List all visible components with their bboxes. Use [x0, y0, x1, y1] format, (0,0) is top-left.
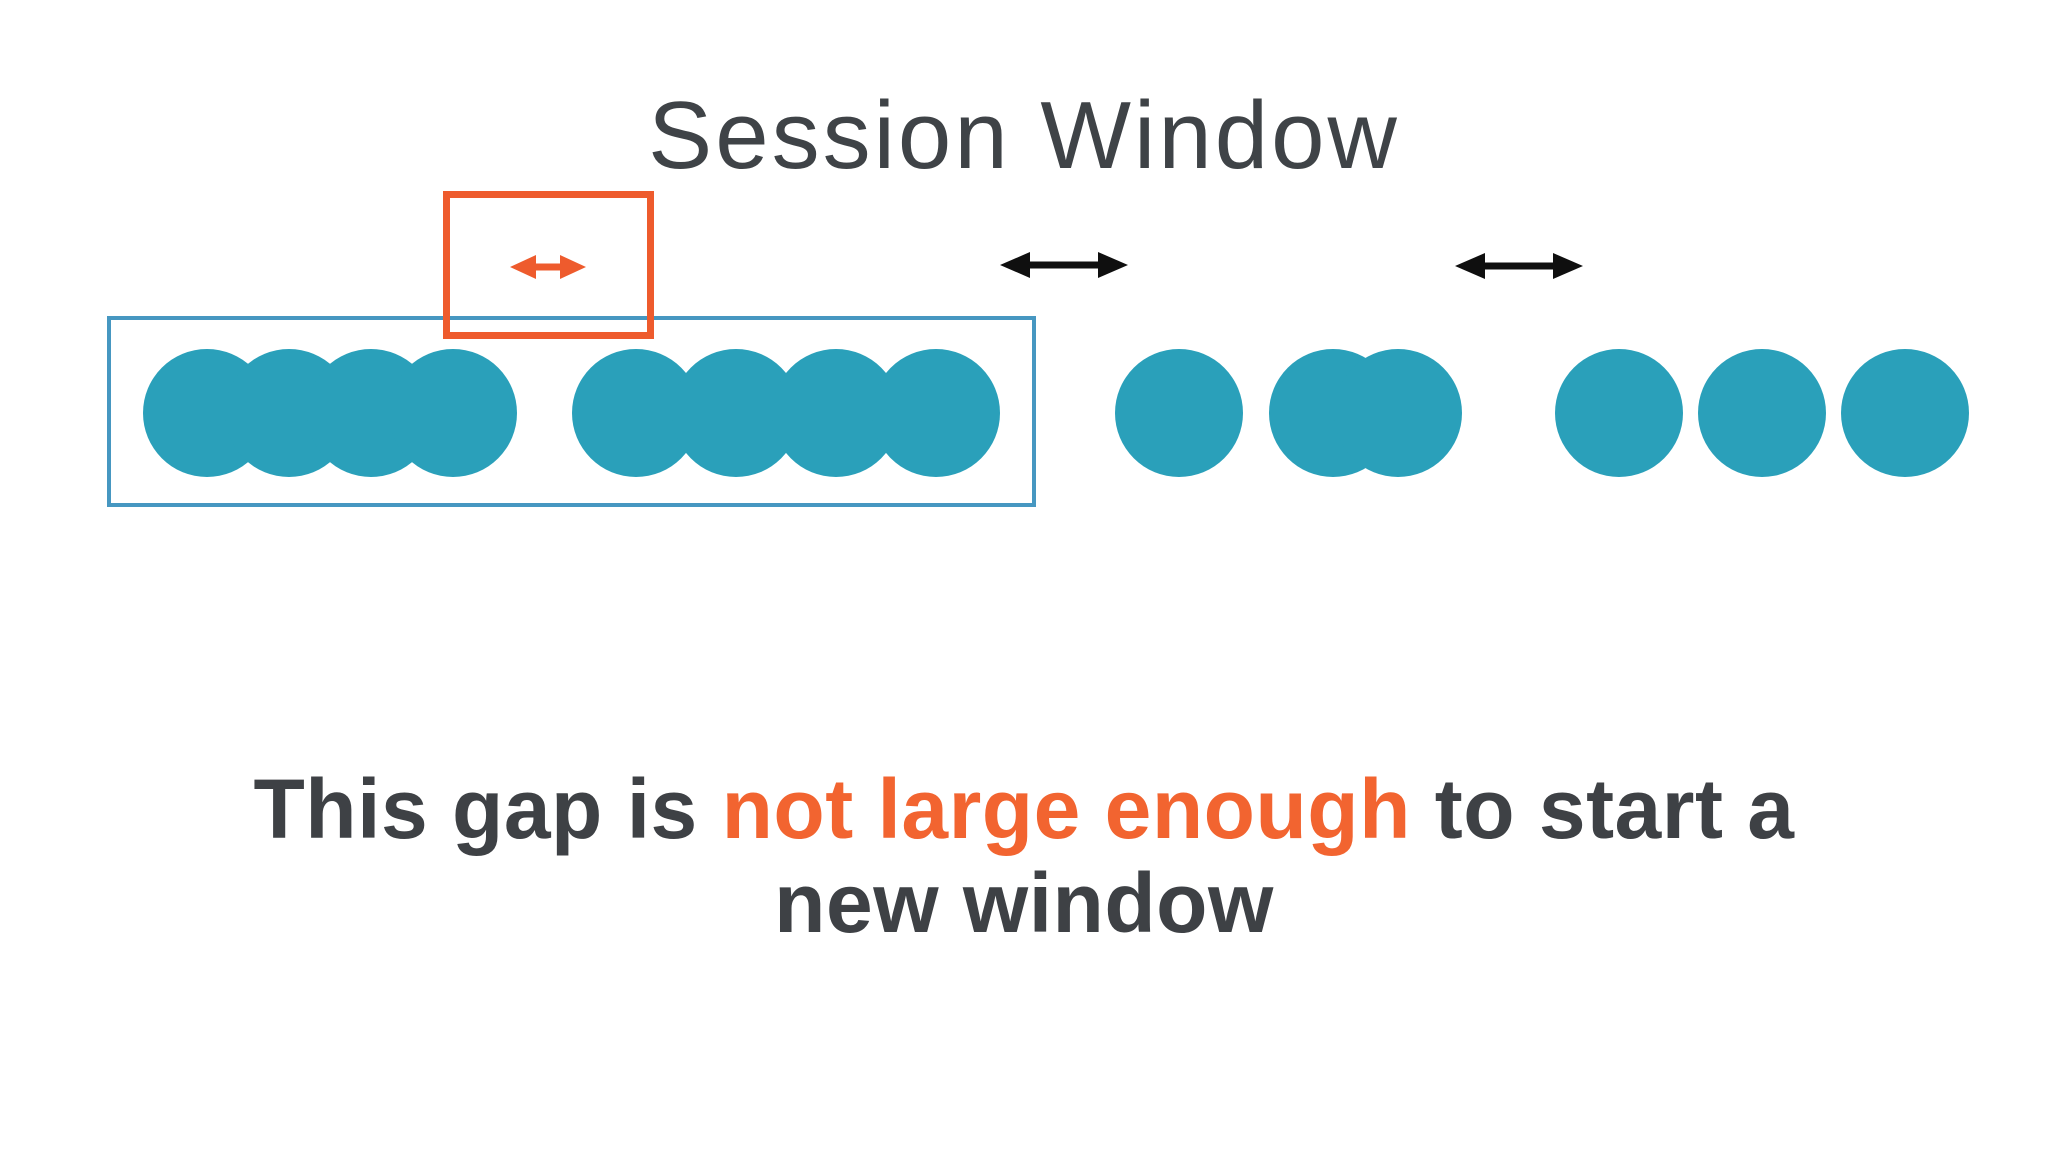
- gap-arrow-icon-2: [1455, 252, 1583, 280]
- gap-arrow-icon-1: [1000, 251, 1128, 279]
- caption-text-end: to start a: [1410, 762, 1795, 856]
- event-circle: [1555, 349, 1683, 477]
- caption-line-1: This gap is not large enough to start a: [0, 762, 2048, 856]
- diagram-title: Session Window: [648, 82, 1400, 189]
- caption-text-start: This gap is: [253, 762, 722, 856]
- gap-highlight-box: [443, 191, 654, 339]
- caption-line-2: new window: [774, 856, 1274, 950]
- session-window-boundary: [107, 316, 1036, 507]
- event-circle: [872, 349, 1000, 477]
- caption: This gap is not large enough to start a …: [0, 762, 2048, 950]
- event-circle: [1334, 349, 1462, 477]
- event-circle: [1115, 349, 1243, 477]
- event-circle: [1841, 349, 1969, 477]
- small-gap-arrow-icon: [510, 253, 586, 281]
- event-circle: [389, 349, 517, 477]
- caption-text-accent: not large enough: [721, 762, 1411, 856]
- event-circle: [1698, 349, 1826, 477]
